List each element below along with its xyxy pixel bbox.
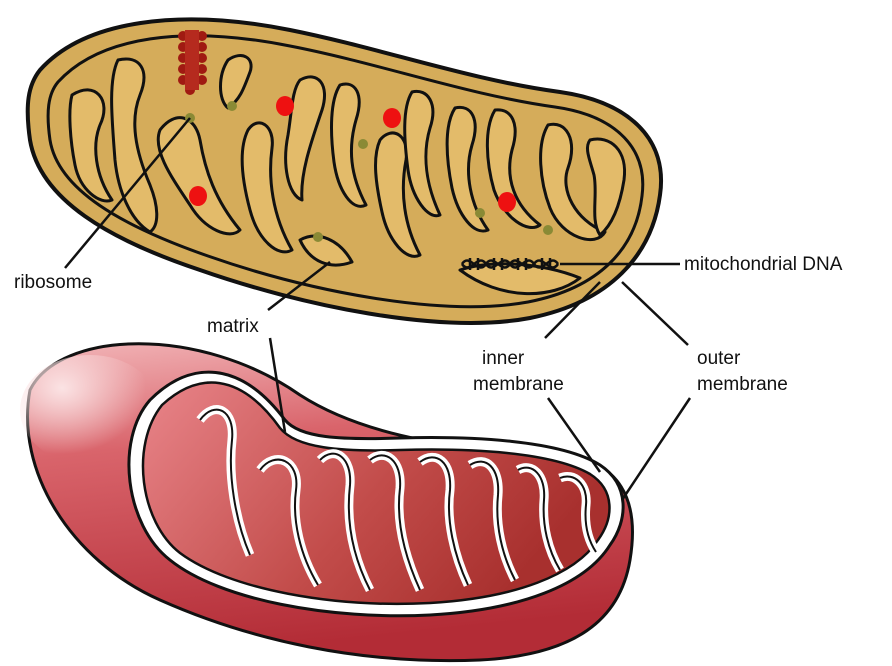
leader-outer-bottom xyxy=(622,398,690,500)
label-inner-line1: inner xyxy=(482,348,525,369)
label-outer-line2: membrane xyxy=(697,374,788,395)
label-mito-dna: mitochondrial DNA xyxy=(684,254,843,275)
label-ribosome: ribosome xyxy=(14,272,92,293)
cut-inner-membrane xyxy=(143,383,609,604)
label-matrix: matrix xyxy=(207,316,259,337)
leader-outer-top xyxy=(622,282,688,345)
label-outer-line1: outer xyxy=(697,348,741,369)
cross-section xyxy=(28,19,661,322)
label-inner-line2: membrane xyxy=(473,374,564,395)
